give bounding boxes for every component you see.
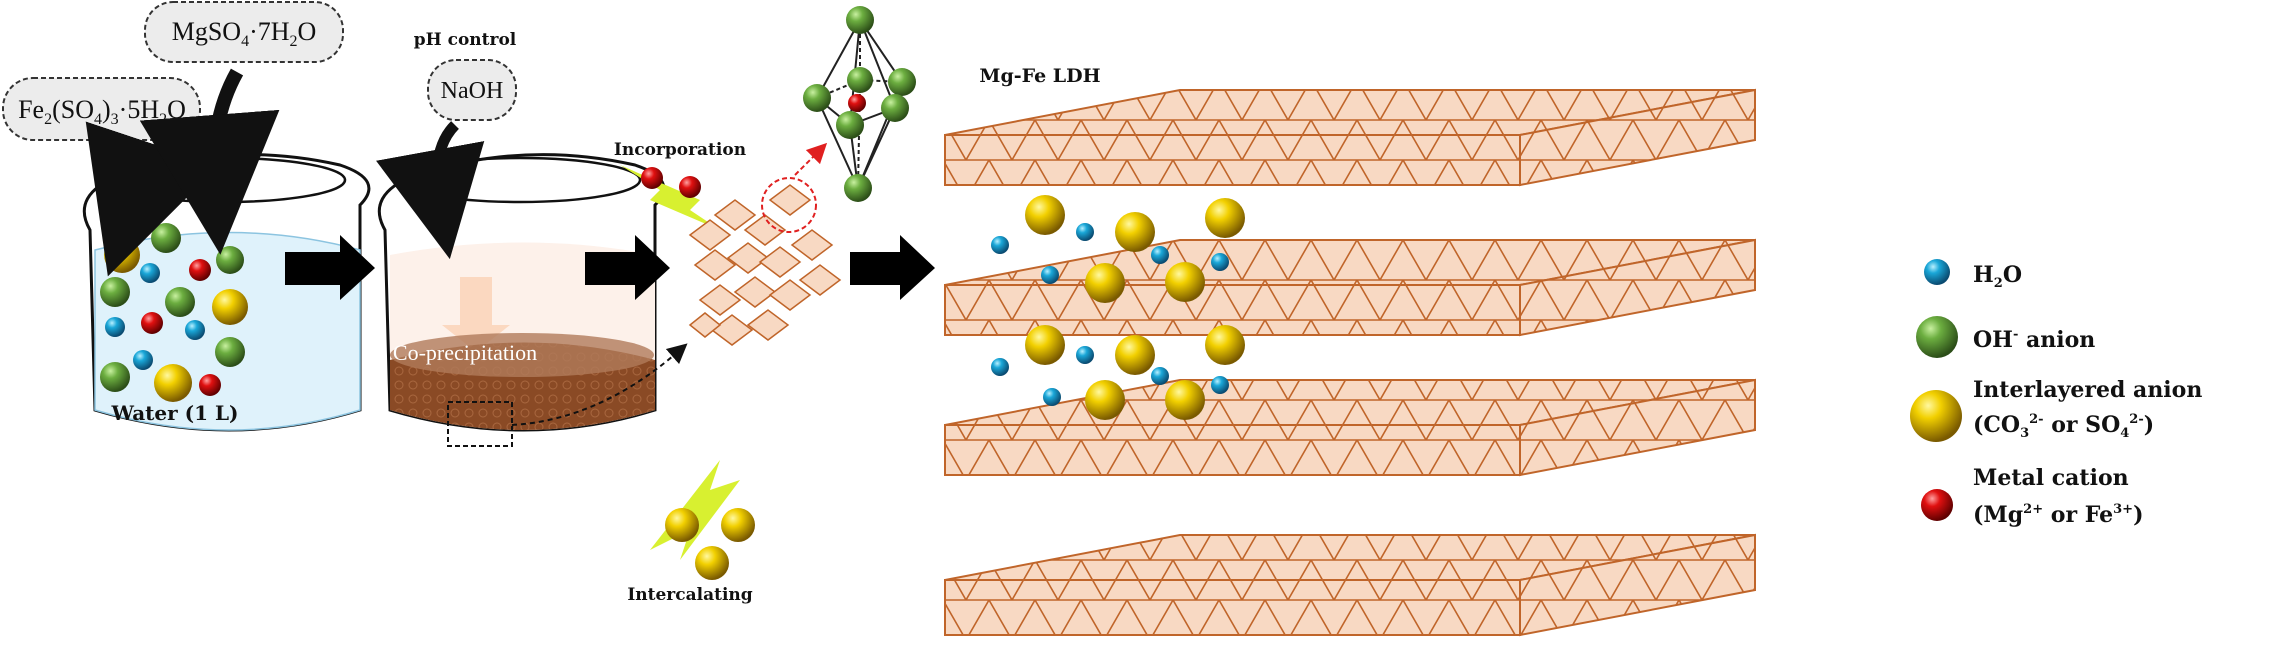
legend-item-oh: OH- anion — [1916, 316, 2095, 358]
legend-item-interlayer-anion: Interlayered anion (CO32- or SO42-) — [1910, 377, 2202, 442]
h2o-ball-icon — [1924, 259, 1950, 285]
right-arrow-icon — [585, 235, 670, 300]
naoh-box: NaOH — [427, 59, 517, 121]
interlayer-anion-ball-icon — [1910, 390, 1962, 442]
right-arrow-icon — [285, 235, 375, 300]
legend-h2o-label: H2O — [1973, 262, 2022, 291]
octahedra-cluster — [688, 184, 842, 346]
lightning-icon — [620, 165, 720, 230]
intercalating-label: Intercalating — [627, 585, 752, 605]
dashed-link-arrow — [511, 343, 688, 426]
highlight-circle — [761, 177, 817, 233]
right-arrow-icon — [850, 235, 935, 300]
zoom-region-box — [447, 401, 513, 447]
legend-interlayer-label: Interlayered anion — [1973, 377, 2202, 403]
ldh-interlayer-ions — [991, 195, 1245, 420]
legend-interlayer-formula: (CO32- or SO42-) — [1973, 412, 2154, 441]
lightning-icon — [650, 460, 740, 560]
mg-sulfate-label: MgSO4·7H2O — [172, 17, 317, 50]
ph-control-label: pH control — [414, 30, 517, 50]
metal-cation-ball-icon — [1921, 489, 1953, 521]
zoom-arrow — [794, 142, 828, 176]
legend-metal-label: Metal cation — [1973, 465, 2129, 491]
octahedron-icon — [803, 6, 916, 202]
legend-item-h2o: H2O — [1924, 259, 2022, 291]
legend: H2O OH- anion Interlayered anion (CO32- … — [1910, 259, 2202, 528]
legend-metal-formula: (Mg2+ or Fe3+) — [1973, 502, 2143, 528]
oh-ball-icon — [1916, 316, 1958, 358]
ldh-title: Mg-Fe LDH — [979, 65, 1100, 87]
curved-arrow-icon — [139, 68, 280, 255]
legend-item-metal-cation: Metal cation (Mg2+ or Fe3+) — [1921, 465, 2143, 528]
naoh-label: NaOH — [441, 78, 504, 104]
water-label: Water (1 L) — [110, 401, 238, 425]
settling-arrow-icon — [442, 277, 510, 352]
coprecipitation-label: Co-precipitation — [393, 340, 537, 365]
ldh-layers — [944, 88, 1756, 637]
mg-sulfate-box: MgSO4·7H2O — [144, 1, 344, 63]
curved-arrow-icon — [376, 121, 485, 260]
incorporation-label: Incorporation — [614, 140, 746, 160]
legend-oh-label: OH- anion — [1973, 327, 2095, 353]
beaker-coprecipitation — [377, 153, 666, 447]
curved-arrow-icon — [85, 121, 219, 277]
fe-sulfate-box: Fe2(SO4)3·5H2O — [2, 77, 201, 141]
